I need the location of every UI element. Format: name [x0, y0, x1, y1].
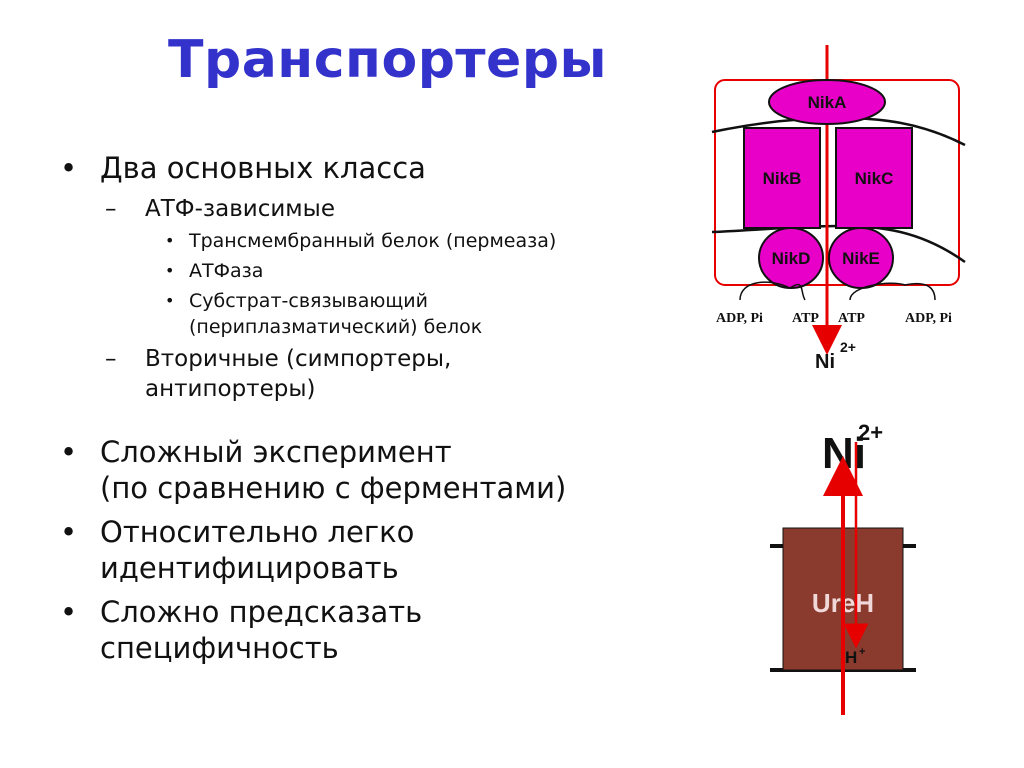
ureh-ni-charge: 2+ — [858, 420, 883, 445]
sub-sub-bullet-text: Трансмембранный белок (пермеаза) — [189, 230, 557, 252]
dash-marker: – — [105, 196, 117, 222]
nika-protein — [768, 79, 886, 125]
bullet-text: Сложно предсказать — [100, 595, 423, 629]
bullet-dot: • — [60, 435, 78, 469]
sub-bullet-atp-dependent: – АТФ-зависимые — [105, 194, 700, 224]
nika-label: NikA — [808, 93, 847, 112]
bullet-dot: • — [60, 515, 78, 549]
sub-sub-bullet-text: Субстрат-связывающий — [189, 290, 428, 312]
atp-right-label: ATP — [838, 311, 865, 326]
nikc-protein — [835, 127, 913, 229]
sub-sub-bullet-atpase: • АТФаза — [165, 258, 700, 284]
ni-label: Ni — [815, 351, 835, 373]
nikb-protein — [743, 127, 821, 229]
proton-label: H — [845, 648, 857, 667]
bullet-dot: • — [165, 291, 175, 310]
bullet-text: (по сравнению с ферментами) — [100, 471, 567, 505]
ni-charge-label: 2+ — [840, 339, 856, 355]
nikb-label: NikB — [763, 169, 802, 188]
bullet-dot: • — [60, 151, 78, 185]
nikd-label: NikD — [772, 249, 811, 268]
bullet-text: Два основных класса — [100, 151, 426, 185]
bullet-text: специфичность — [100, 631, 339, 665]
bullet-dot: • — [165, 231, 175, 250]
sub-sub-bullet-text: АТФаза — [189, 260, 264, 282]
sub-bullet-secondary: – Вторичные (симпортеры, антипортеры) — [105, 344, 700, 404]
adp-left-label: ADP, Pi — [716, 311, 763, 326]
bullet-dot: • — [60, 595, 78, 629]
bullet-text: Относительно легко — [100, 515, 415, 549]
dash-marker: – — [105, 346, 117, 372]
bullet-dot: • — [165, 261, 175, 280]
page-title: Транспортеры — [168, 30, 608, 90]
bullet-text: идентифицировать — [100, 551, 399, 585]
sub-sub-bullet-transmembrane: • Трансмембранный белок (пермеаза) — [165, 228, 700, 254]
adp-right-label: ADP, Pi — [905, 311, 952, 326]
atp-arc-left — [739, 281, 806, 301]
nikc-label: NikC — [855, 169, 894, 188]
sub-bullet-text: антипортеры) — [145, 376, 316, 402]
proton-charge: + — [859, 646, 865, 658]
bullet-easy-identify: • Относительно легко идентифицировать — [60, 514, 700, 586]
sub-bullet-text: АТФ-зависимые — [145, 196, 335, 222]
sub-bullet-text: Вторичные (симпортеры, — [145, 346, 452, 372]
bullet-text: Сложный эксперимент — [100, 435, 452, 469]
atp-arc-right — [849, 282, 936, 301]
nik-transporter-diagram: NikA NikB NikC NikD NikE ADP, Pi ATP ATP… — [711, 45, 966, 373]
atp-left-label: ATP — [792, 311, 819, 326]
ureh-transporter-diagram: Ni 2+ UreH H + — [770, 420, 916, 715]
bullet-complex-experiment: • Сложный эксперимент (по сравнению с фе… — [60, 434, 700, 506]
bullet-two-classes: • Два основных класса — [60, 150, 700, 186]
sub-sub-bullet-substrate: • Субстрат-связывающий (периплазматическ… — [165, 288, 700, 340]
bullet-hard-predict: • Сложно предсказать специфичность — [60, 594, 700, 666]
sub-sub-bullet-text: (периплазматический) белок — [189, 316, 483, 338]
bullet-list: • Два основных класса – АТФ-зависимые • … — [60, 150, 700, 674]
nike-label: NikE — [842, 249, 880, 268]
